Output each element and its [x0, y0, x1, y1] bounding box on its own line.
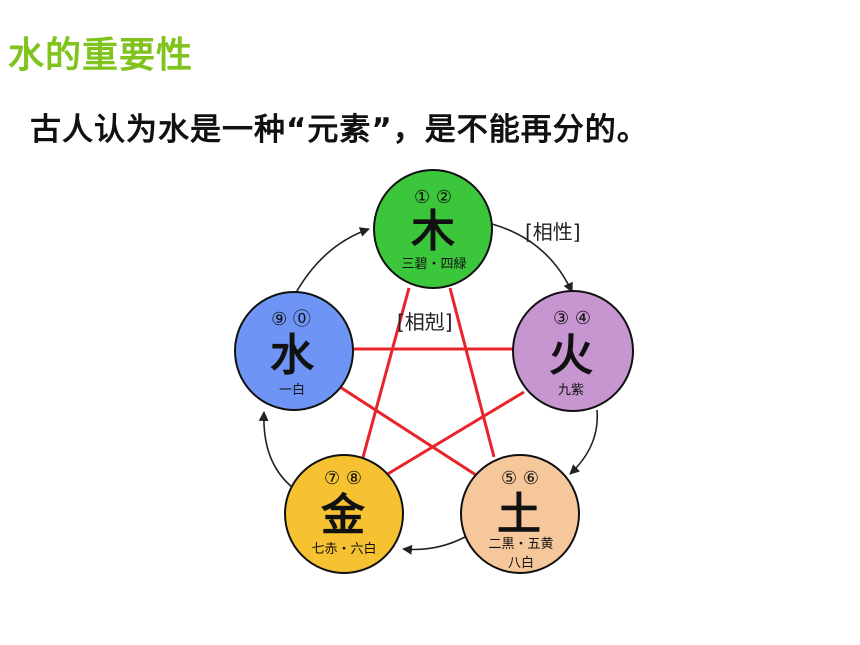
page-title: 水的重要性 [8, 35, 194, 76]
water-numbers: ⑨ ⓪ [271, 309, 311, 330]
metal-character: 金 [320, 490, 366, 541]
element-water: ⑨ ⓪ 水 一白 [234, 291, 354, 411]
arrow-metal-to-water [258, 411, 293, 488]
arrow-fire-to-earth [569, 409, 599, 475]
star-line-fire-metal [385, 390, 525, 477]
star-line-wood-earth [448, 287, 496, 458]
fire-circle [512, 290, 634, 412]
arrow-earth-to-metal [402, 536, 466, 555]
arrow-water-to-wood [291, 227, 370, 301]
fire-caption: 九紫 [558, 383, 584, 398]
fire-character: 火 [549, 330, 593, 381]
overcoming-star [339, 287, 525, 477]
metal-caption: 七赤・六白 [311, 541, 376, 557]
element-wood: ① ② 木 三碧・四緑 [373, 169, 493, 289]
element-earth: ⑤ ⑥ 土 二黒・五黄 八白 [460, 454, 580, 574]
earth-character: 土 [497, 489, 541, 540]
metal-circle [284, 454, 404, 574]
element-fire: ③ ④ 火 九紫 [512, 290, 634, 412]
star-line-metal-wood [360, 287, 411, 462]
star-line-earth-water [339, 385, 477, 477]
water-caption: 一白 [279, 382, 305, 398]
water-circle [234, 291, 354, 411]
fire-numbers: ③ ④ [553, 308, 591, 329]
arrow-wood-to-fire [491, 223, 573, 293]
page-subtitle: 古人认为水是一种“元素”，是不能再分的。 [30, 112, 649, 148]
wood-numbers: ① ② [414, 187, 452, 208]
earth-numbers: ⑤ ⑥ [501, 468, 539, 489]
earth-caption-second: 八白 [508, 555, 534, 571]
wood-caption: 三碧・四緑 [401, 257, 466, 272]
water-character: 水 [270, 330, 315, 381]
element-metal: ⑦ ⑧ 金 七赤・六白 [284, 454, 404, 574]
generating-cycle [258, 223, 599, 555]
wood-character: 木 [411, 206, 455, 257]
wood-circle [373, 169, 493, 289]
metal-numbers: ⑦ ⑧ [324, 468, 362, 489]
overcoming-label: [相剋] [397, 310, 453, 334]
earth-circle [460, 454, 580, 574]
earth-caption: 二黒・五黄 [488, 537, 553, 552]
generating-label: [相性] [525, 220, 581, 244]
